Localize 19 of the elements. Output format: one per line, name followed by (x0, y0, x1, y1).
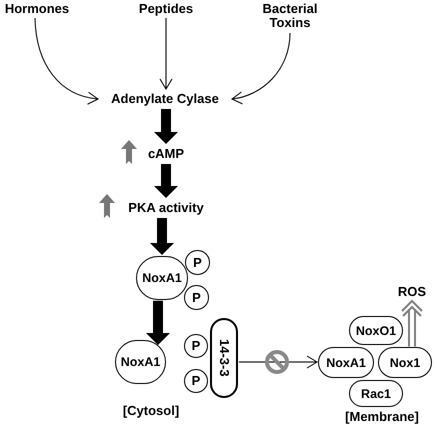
arrow (34, 18, 98, 104)
thick-arrow (146, 300, 170, 345)
hollow-arrow (401, 300, 423, 348)
compartment-label: [Cytosol] (122, 403, 180, 419)
protein-label: 14-3-3 (217, 339, 231, 377)
label-text: Peptides (132, 1, 200, 16)
label-text: Adenylate Cylase (100, 91, 230, 107)
label-text: Hormones (0, 1, 74, 16)
arrow (238, 356, 318, 368)
thick-arrow (154, 164, 178, 198)
label-text: Bacterial Toxins (252, 1, 328, 31)
thick-arrow (150, 218, 174, 255)
label-text: ROS (397, 284, 427, 299)
arrow (232, 32, 290, 104)
compartment-label: [Membrane] (344, 409, 420, 425)
thick-arrow (154, 109, 178, 144)
label-text: cAMP (144, 146, 188, 162)
arrow (160, 18, 172, 90)
label-text: PKA activity (120, 200, 212, 216)
